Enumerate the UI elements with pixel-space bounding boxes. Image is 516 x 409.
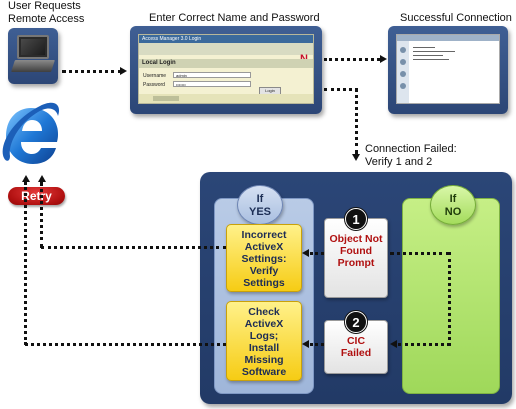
if-yes-label: If YES	[237, 185, 283, 225]
retry-arrow-up-left	[22, 175, 30, 182]
user-requests-label: User Requests Remote Access	[8, 0, 84, 26]
connector-action1-to-retry-h	[41, 246, 226, 249]
retry-button[interactable]: Retry	[8, 187, 65, 205]
remote-access-text: Remote Access	[8, 13, 85, 25]
condition-box-1: Object Not Found Prompt	[324, 218, 388, 298]
connector-login-to-failed-v	[355, 88, 358, 154]
login-section-title: Local Login	[139, 59, 313, 68]
arrow-to-login	[120, 67, 127, 75]
no-panel	[402, 198, 500, 394]
connector-action2-to-retry-h	[25, 343, 226, 346]
action-box-1: Incorrect ActiveX Settings: Verify Setti…	[226, 224, 302, 292]
connection-failed-line1: Connection Failed:	[365, 143, 457, 155]
connection-failed-line2: Verify 1 and 2	[365, 156, 433, 168]
arrow-to-action1	[302, 249, 309, 257]
connection-failed-label: Connection Failed: Verify 1 and 2	[365, 143, 457, 169]
arrow-to-failed-panel	[352, 154, 360, 161]
step-number-2: 2	[345, 311, 367, 333]
arrow-to-step2	[390, 340, 397, 348]
password-field: •••••••	[173, 81, 251, 87]
condition-box-2: CIC Failed	[324, 320, 388, 374]
successful-connection-label: Successful Connection	[400, 12, 512, 24]
username-field: admin	[173, 72, 251, 78]
connector-laptop-to-login	[62, 70, 122, 73]
login-screenshot: Access Manager 3.0 Login N Local Login U…	[130, 26, 322, 114]
login-window: Access Manager 3.0 Login N Local Login U…	[138, 34, 314, 104]
success-window	[396, 34, 500, 104]
connector-step1-no-down	[448, 252, 451, 346]
connector-action1-to-retry-v	[40, 182, 43, 248]
if-no-label: If NO	[430, 185, 476, 225]
login-window-title: Access Manager 3.0 Login	[139, 35, 313, 43]
success-screenshot	[388, 26, 508, 114]
connector-step1-yes	[310, 252, 324, 255]
password-label: Password	[143, 82, 165, 88]
connector-action2-to-retry-v	[24, 182, 27, 345]
enter-credentials-label: Enter Correct Name and Password	[149, 12, 320, 24]
connector-login-to-failed-h	[324, 88, 358, 91]
laptop-icon	[8, 28, 58, 84]
liberty-alliance-logo	[139, 94, 313, 103]
connector-step2-yes	[310, 343, 324, 346]
connector-to-step2	[398, 343, 450, 346]
user-requests-text: User Requests	[8, 0, 81, 12]
arrow-to-success	[380, 55, 387, 63]
internet-explorer-icon	[2, 102, 60, 164]
action-box-2: Check ActiveX Logs; Install Missing Soft…	[226, 301, 302, 381]
arrow-to-action2	[302, 340, 309, 348]
connector-login-to-success	[324, 58, 380, 61]
connector-step1-no	[390, 252, 450, 255]
retry-arrow-up-right	[38, 175, 46, 182]
step-number-1: 1	[345, 208, 367, 230]
username-label: Username	[143, 73, 167, 79]
